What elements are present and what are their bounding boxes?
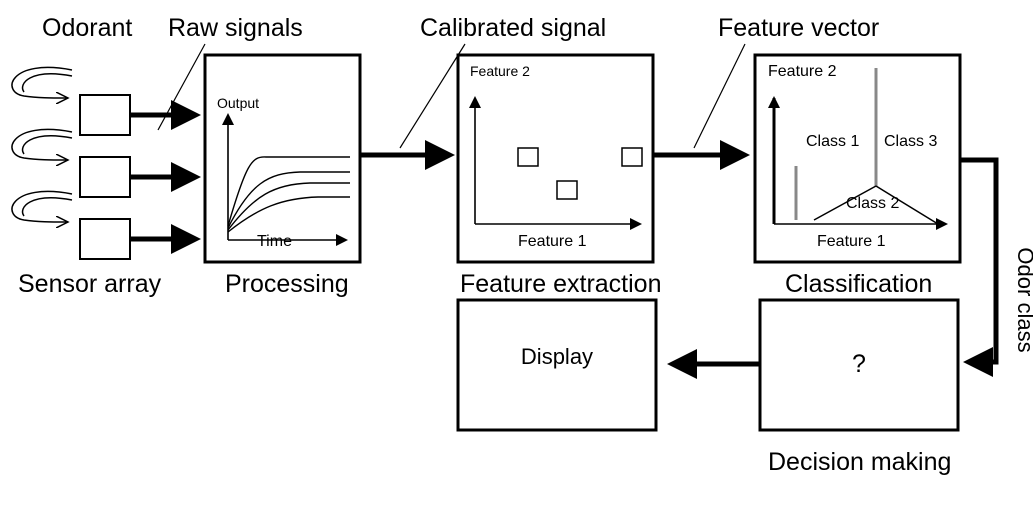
class-2-label: Class 2 <box>846 195 899 212</box>
classification-box <box>753 53 962 264</box>
odorant-label: Odorant <box>42 14 132 42</box>
odorant-curve-arrow-3 <box>11 190 73 222</box>
odorant-curve-arrow-2 <box>11 128 73 160</box>
odor-class-label: Odor class <box>1013 247 1033 352</box>
odor-class-arrow <box>960 157 999 377</box>
response-curves <box>227 156 350 233</box>
processing-output-label: Output <box>217 95 259 111</box>
decision-question-mark: ? <box>852 350 866 378</box>
decision-making-box <box>758 298 960 432</box>
feature-vector-label: Feature vector <box>718 14 879 42</box>
feature-extraction-x-label: Feature 1 <box>518 233 587 250</box>
feature-point-3 <box>621 147 643 167</box>
sensor-array-label: Sensor array <box>18 270 162 298</box>
decision-making-label: Decision making <box>768 448 951 476</box>
class-boundaries <box>794 68 939 225</box>
sensor-box-2 <box>79 156 131 198</box>
class-3-label: Class 3 <box>884 133 937 150</box>
raw-signals-label: Raw signals <box>168 14 303 42</box>
classification-y-label: Feature 2 <box>768 63 837 80</box>
classification-x-label: Feature 1 <box>817 233 886 250</box>
classification-label: Classification <box>785 270 932 298</box>
display-label: Display <box>521 344 593 369</box>
processing-time-label: Time <box>257 233 292 250</box>
calibrated-signal-label: Calibrated signal <box>420 14 606 42</box>
odorant-curve-arrow-1 <box>11 66 73 98</box>
feature-extraction-label: Feature extraction <box>460 270 662 298</box>
sensor-box-1 <box>79 94 131 136</box>
feature-vector-leader <box>693 43 746 149</box>
sensor-box-3 <box>79 218 131 260</box>
odorant-flow-arrows <box>11 66 73 222</box>
display-box <box>456 298 658 432</box>
processing-box <box>203 53 362 264</box>
processing-label: Processing <box>225 270 349 298</box>
feature-extraction-box <box>456 53 655 264</box>
feature-point-2 <box>556 180 578 200</box>
feature-point-1 <box>517 147 539 167</box>
class-1-label: Class 1 <box>806 133 859 150</box>
feature-extraction-y-label: Feature 2 <box>470 63 530 79</box>
calibrated-signal-leader <box>399 43 466 149</box>
